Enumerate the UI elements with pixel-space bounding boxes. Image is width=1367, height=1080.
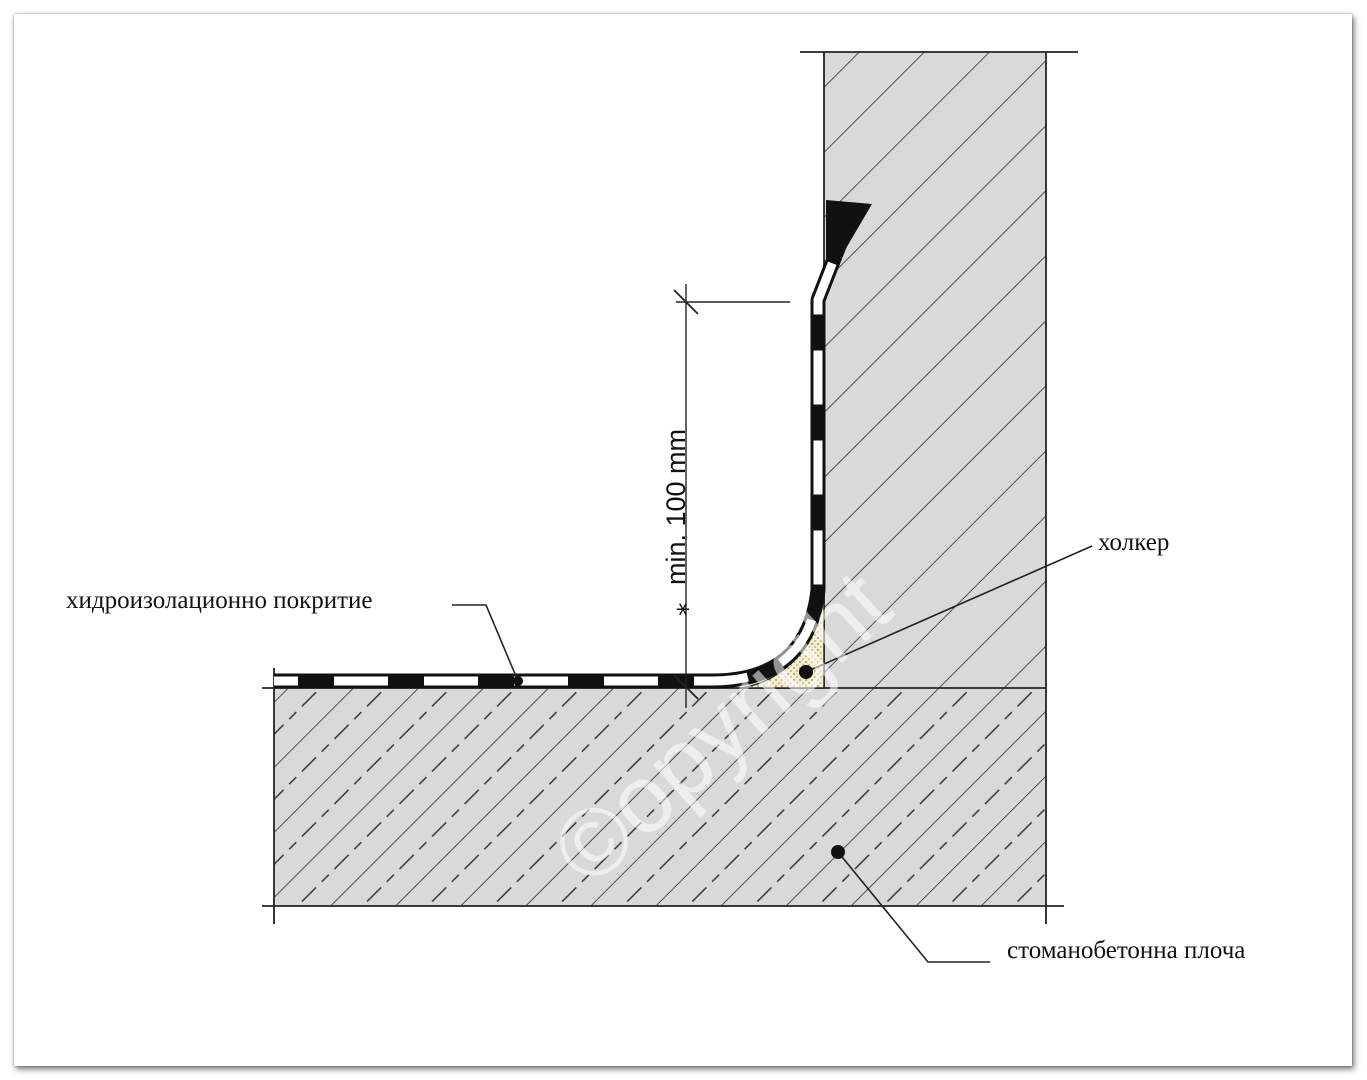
membrane-termination <box>826 200 872 262</box>
dimension-marker: ⁎ <box>664 603 694 617</box>
concrete-slab <box>262 668 1064 924</box>
dimension-text: min. 100 mm <box>661 429 691 585</box>
leader-cove <box>799 545 1093 679</box>
label-waterproofing-coating: хидроизолационно покритие <box>66 587 373 614</box>
label-cove-fillet: холкер <box>1098 529 1170 556</box>
membrane-dash-pattern <box>274 226 851 686</box>
leader-slab <box>831 845 990 963</box>
label-concrete-slab: стоманобетонна плоча <box>1007 937 1246 964</box>
leader-coating <box>452 604 523 686</box>
dimension-line: min. 100 mm ⁎ <box>661 284 790 708</box>
